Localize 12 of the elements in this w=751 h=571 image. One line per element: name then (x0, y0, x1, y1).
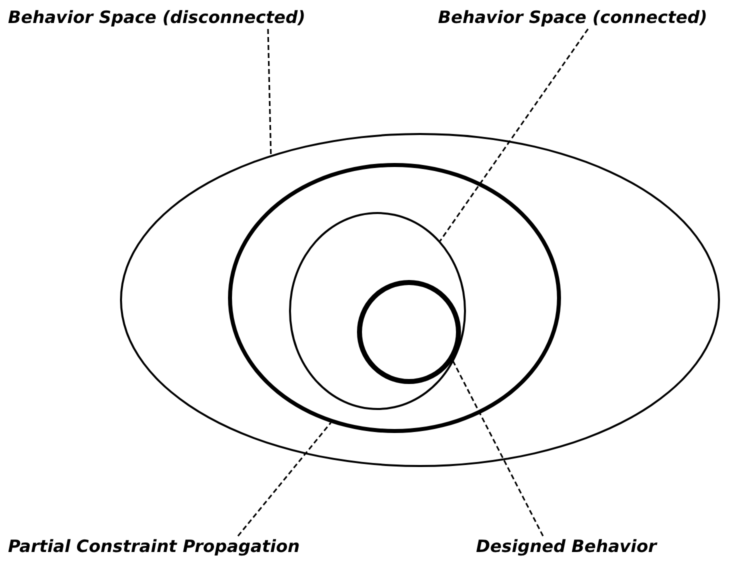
ellipse (228, 163, 561, 433)
circle (357, 280, 461, 384)
leader-line (452, 360, 544, 536)
leader-line (439, 28, 589, 242)
callout-label: Designed Behavior (476, 537, 657, 557)
callout-label: Behavior Space (connected) (438, 8, 708, 28)
leader-line (237, 422, 332, 536)
ellipse (289, 212, 466, 410)
callout-label: Behavior Space (disconnected) (8, 8, 306, 28)
callout-label: Partial Constraint Propagation (8, 537, 300, 557)
ellipse (120, 133, 720, 467)
leader-line (267, 28, 272, 156)
